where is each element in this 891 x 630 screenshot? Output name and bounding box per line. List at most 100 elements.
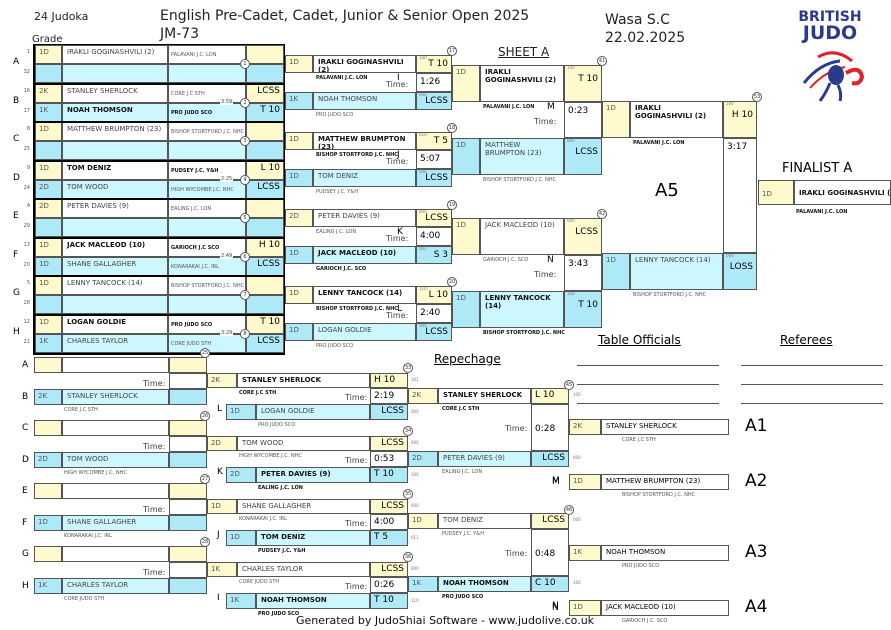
competitor-name[interactable]: STANLEY SHERLOCK — [237, 373, 370, 388]
result-grade: 1D — [569, 600, 601, 616]
competitor-name[interactable]: SHANE GALLAGHER — [237, 499, 370, 514]
grade-cell: 1D — [35, 122, 62, 141]
competitor-name[interactable]: NOAH THOMSON — [438, 576, 531, 592]
competitor-name[interactable]: LENNY TANCOCK (14) — [62, 276, 168, 295]
match-time: 2:40 — [416, 304, 452, 323]
competitor-name[interactable]: NOAH THOMSON — [256, 593, 370, 609]
score-cell — [246, 199, 284, 218]
competitor-name[interactable]: CHARLES TAYLOR — [237, 562, 370, 577]
competitor-name[interactable]: TOM WOOD — [62, 452, 169, 468]
score-cell: T 10 — [416, 55, 452, 73]
club-name: PUDSEY J.C. Y&H — [258, 548, 306, 554]
competitor-name[interactable]: STANLEY SHERLOCK — [62, 83, 168, 103]
points-tally: 000 — [419, 209, 427, 214]
grade-cell: 1D — [408, 513, 438, 529]
competitor-name[interactable]: LENNY TANCOCK (14) — [480, 291, 564, 328]
club-name: PUDSEY J.C. Y&H — [168, 160, 246, 180]
competitor-name[interactable]: PETER DAVIES (9) — [438, 451, 531, 467]
competitor-name[interactable]: TOM WOOD — [237, 436, 370, 451]
competitor-name[interactable]: MATTHEW BRUMPTON (23) — [62, 122, 168, 141]
competitor-name[interactable]: SHANE GALLAGHER — [62, 256, 168, 276]
competitor-name[interactable]: IRAKLI GOGINASHVILI (2) — [480, 65, 564, 102]
competitor-name[interactable]: TOM DENIZ — [438, 513, 531, 529]
competitor-name[interactable]: LOGAN GOLDIE — [313, 323, 416, 341]
competitor-name[interactable]: JACK MACLEOD (10) — [480, 218, 564, 255]
competitor-name[interactable] — [62, 357, 169, 373]
bracket-letter: I — [397, 73, 400, 83]
bracket-letter: G — [22, 549, 29, 559]
competitor-name[interactable]: STANLEY SHERLOCK — [438, 388, 531, 404]
points-tally: 000 — [411, 566, 419, 571]
official-signature-line[interactable] — [577, 403, 719, 404]
match-number-badge: 4 — [240, 174, 250, 185]
club-name: CORE J.C STH — [442, 406, 480, 412]
competitor-name[interactable]: LENNY TANCOCK (14) — [630, 253, 723, 290]
competitor-name[interactable] — [62, 546, 169, 562]
club-name: PUDSEY J.C. Y&H — [442, 531, 484, 537]
competitor-name[interactable]: IRAKLI GOGINASHVILI (2) — [313, 55, 416, 73]
result-name[interactable]: JACK MACLEOD (10) — [601, 600, 729, 616]
competitor-name[interactable]: MATTHEW BRUMPTON (23) — [480, 138, 564, 175]
competitor-name[interactable]: TOM DENIZ — [62, 160, 168, 180]
score-cell — [169, 357, 207, 373]
competitor-name[interactable]: PETER DAVIES (9) — [256, 467, 370, 483]
competitor-name[interactable]: JACK MACLEOD (10) — [313, 246, 416, 264]
competitor-name[interactable] — [62, 483, 169, 499]
competitor-name[interactable]: LOGAN GOLDIE — [256, 404, 370, 420]
competitor-name[interactable]: IRAKLI GOGINASHVILI (2) — [630, 101, 723, 138]
finalist-name[interactable]: IRAKLI GOGINASHVILI (2) — [794, 180, 891, 205]
pool-letter: E — [13, 211, 19, 221]
club-name: BISHOP STORTFORD J.C. NHC — [168, 276, 246, 295]
result-club: BISHOP STORTFORD J.C. NHC — [622, 492, 696, 498]
match-number-badge: 46 — [564, 505, 574, 515]
grade-cell: 1D — [602, 101, 630, 138]
competitor-name[interactable]: JACK MACLEOD (10) — [62, 237, 168, 257]
competitor-name[interactable] — [62, 64, 168, 83]
competitor-name[interactable]: LOGAN GOLDIE — [62, 314, 168, 334]
referee-signature-line[interactable] — [741, 403, 883, 404]
competitor-name[interactable]: NOAH THOMSON — [62, 102, 168, 122]
bracket-letter: I — [217, 593, 220, 603]
points-tally: 000 — [567, 138, 575, 143]
score-cell: T 5 — [370, 530, 408, 546]
match-time: 5:07 — [416, 150, 452, 169]
competitor-name[interactable]: TOM WOOD — [62, 179, 168, 199]
competitor-name[interactable]: MATTHEW BRUMPTON (23) — [313, 132, 416, 150]
grade-cell: 1D — [35, 256, 62, 276]
result-name[interactable]: NOAH THOMSON — [601, 545, 729, 561]
match-number-badge: 7 — [240, 290, 250, 300]
competitor-name[interactable]: STANLEY SHERLOCK — [62, 389, 169, 405]
competitor-name[interactable] — [62, 141, 168, 160]
score-cell — [169, 578, 207, 594]
referee-signature-line[interactable] — [741, 365, 883, 366]
competitor-name[interactable]: SHANE GALLAGHER — [62, 515, 169, 531]
competitor-name[interactable]: TOM DENIZ — [256, 530, 370, 546]
competitor-name[interactable]: IRAKLI GOGINASHVILI (2) — [62, 45, 168, 64]
result-position: A4 — [745, 597, 768, 617]
competitor-name[interactable]: PETER DAVIES (9) — [62, 199, 168, 218]
club-name: BISHOP STORTFORD J.C. NHC — [316, 306, 398, 312]
competitor-name[interactable]: LENNY TANCOCK (14) — [313, 286, 416, 304]
official-signature-line[interactable] — [577, 365, 719, 366]
club-name: HIGH WYCOMBE J.C. NHC — [239, 453, 302, 459]
competitor-name[interactable] — [62, 420, 169, 436]
competitor-name[interactable] — [62, 218, 168, 237]
score-cell: LOSS — [723, 253, 757, 290]
result-name[interactable]: MATTHEW BRUMPTON (23) — [601, 474, 729, 490]
competitor-name[interactable]: PETER DAVIES (9) — [313, 209, 416, 227]
competitor-name[interactable]: CHARLES TAYLOR — [62, 578, 169, 594]
referee-signature-line[interactable] — [741, 384, 883, 385]
grade-cell: 2D — [285, 209, 313, 227]
official-signature-line[interactable] — [577, 384, 719, 385]
competitor-name[interactable]: CHARLES TAYLOR — [62, 333, 168, 353]
grade-cell: 2D — [35, 179, 62, 199]
competitor-name[interactable]: TOM DENIZ — [313, 169, 416, 187]
bracket-letter: K — [217, 467, 223, 477]
score-cell: L 10 — [246, 160, 284, 180]
grade-cell: 1D — [34, 515, 62, 531]
competitor-name[interactable]: NOAH THOMSON — [313, 92, 416, 110]
match-number-badge: 33 — [403, 363, 413, 373]
seed-number: 1 — [26, 49, 30, 55]
result-name[interactable]: STANLEY SHERLOCK — [601, 419, 729, 435]
competitor-name[interactable] — [62, 295, 168, 314]
